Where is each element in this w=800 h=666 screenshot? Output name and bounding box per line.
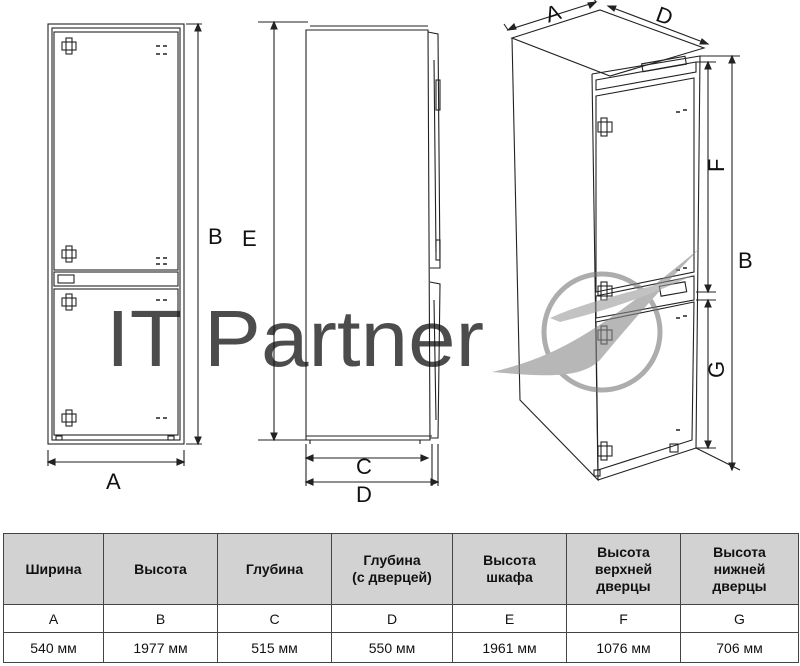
letter-cell: D [331,603,453,634]
value-cell: 515 мм [217,632,332,663]
letter-cell: C [217,603,332,634]
header-cell: Глубина (с дверцей) [331,533,453,605]
table-row: A B C D E F G [3,603,799,634]
value-cell: 1977 мм [103,632,218,663]
header-cell: Высота верхней дверцы [566,533,681,605]
iso-upper-door-label: F [704,159,729,172]
front-view [46,22,202,466]
table-row: 540 мм 1977 мм 515 мм 550 мм 1961 мм 107… [3,632,799,663]
side-depth-door-label: D [356,482,372,507]
header-cell: Высота шкафа [452,533,567,605]
iso-lower-door-label: G [704,361,729,378]
value-cell: 1076 мм [566,632,681,663]
watermark-logo-icon [492,248,700,393]
header-cell: Глубина [217,533,332,605]
value-cell: 706 мм [680,632,799,663]
value-cell: 1961 мм [452,632,567,663]
front-width-label: A [106,469,121,494]
fridge-dimensions-diagram: A B E C D A D F G B IT Partner [46,0,753,507]
hinge-icon [61,37,77,427]
iso-width-label: A [542,0,564,28]
header-cell: Высота [103,533,218,605]
watermark-text: IT Partner [106,294,484,383]
letter-cell: B [103,603,218,634]
letter-cell: E [452,603,567,634]
watermark: IT Partner [106,248,700,393]
dimensions-table: Ширина Высота Глубина Глубина (с дверцей… [3,533,799,663]
letter-cell: G [680,603,799,634]
table-header-row: Ширина Высота Глубина Глубина (с дверцей… [3,533,799,605]
side-view [258,20,441,486]
header-cell: Ширина [3,533,104,605]
value-cell: 550 мм [331,632,453,663]
front-height-label: B [208,224,223,249]
side-height-label: E [242,226,257,251]
side-depth-label: C [356,454,372,479]
iso-height-label: B [738,248,753,273]
isometric-view [503,0,741,482]
iso-depth-label: D [653,1,676,30]
value-cell: 540 мм [3,632,104,663]
letter-cell: A [3,603,104,634]
letter-cell: F [566,603,681,634]
header-cell: Высота нижней дверцы [680,533,799,605]
